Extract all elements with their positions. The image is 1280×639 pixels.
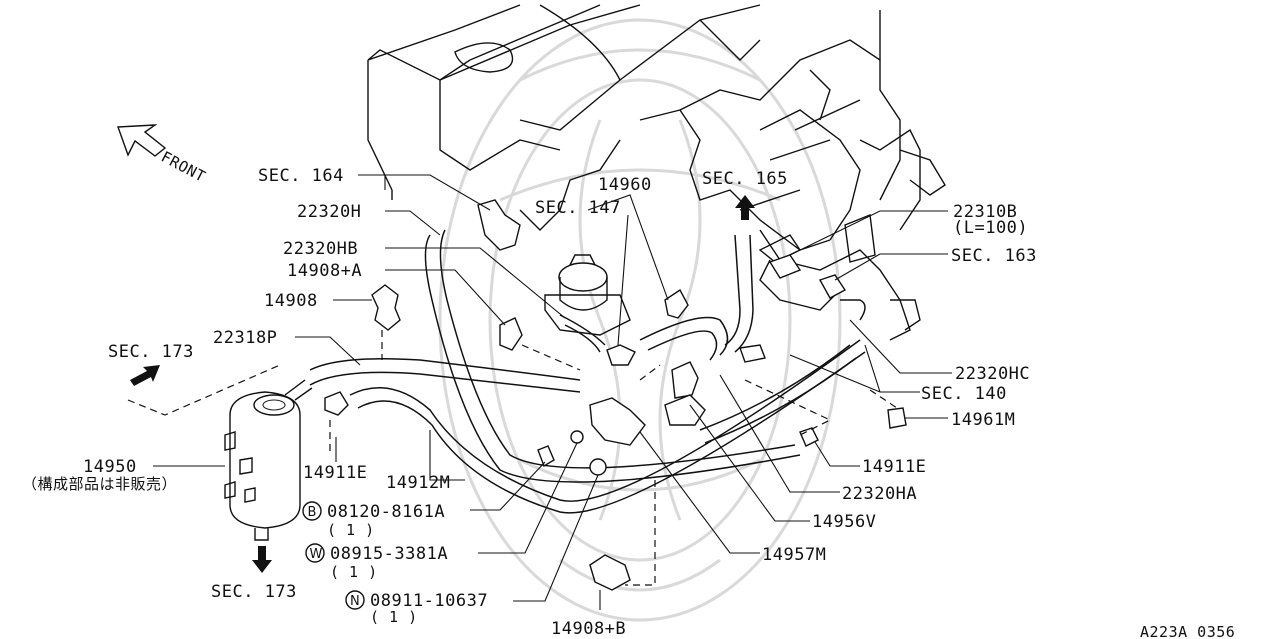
sec173-bottom-arrow-icon	[252, 546, 272, 573]
label-14957M: 14957M	[762, 545, 826, 565]
fastener-nut: N 08911-10637 ( 1 )	[345, 590, 488, 626]
label-front: FRONT	[158, 148, 209, 186]
fastener-bolt-part: 08120-8161A	[327, 502, 445, 522]
leader-lines	[153, 174, 952, 610]
label-sec140: SEC. 140	[921, 384, 1007, 404]
label-14912M: 14912M	[386, 473, 450, 493]
label-sec147: SEC. 147	[535, 198, 621, 218]
fastener-bolt-symbol: B	[308, 505, 317, 520]
fastener-washer: W 08915-3381A ( 1 )	[305, 543, 448, 581]
canister-14950	[224, 379, 313, 541]
throttle-body	[544, 254, 631, 336]
fastener-bolt-qty: ( 1 )	[327, 521, 375, 539]
label-22320H: 22320H	[297, 202, 361, 222]
front-arrow-icon	[117, 124, 167, 157]
label-14908B: 14908+B	[551, 619, 626, 639]
label-14960: 14960	[598, 175, 652, 195]
label-14950-note: （構成部品は非販売）	[22, 475, 177, 493]
label-sec163: SEC. 163	[951, 246, 1037, 266]
watermark-emblem	[438, 18, 842, 622]
part-labels: FRONT SEC. 164 22320H 22320HB 14908+A 14…	[22, 148, 1235, 639]
label-sec165: SEC. 165	[702, 169, 788, 189]
arrows	[117, 124, 755, 573]
diagram-code: A223A 0356	[1140, 623, 1235, 639]
fastener-washer-qty: ( 1 )	[330, 563, 378, 581]
dashed-references	[127, 330, 901, 586]
fastener-bolt: B 08120-8161A ( 1 )	[302, 501, 445, 539]
label-22310B-length: (L=100)	[953, 218, 1028, 238]
fastener-washer-symbol: W	[310, 547, 323, 562]
label-22320HA: 22320HA	[842, 484, 917, 504]
small-parts	[324, 199, 907, 591]
label-22318P: 22318P	[213, 328, 277, 348]
label-14911E-left: 14911E	[303, 463, 367, 483]
fastener-nut-qty: ( 1 )	[370, 608, 418, 626]
label-sec173-bottom: SEC. 173	[211, 582, 297, 602]
sec165-arrow-icon	[735, 195, 755, 220]
label-22320HB: 22320HB	[283, 239, 358, 259]
label-14908A: 14908+A	[287, 261, 362, 281]
fastener-nut-part: 08911-10637	[370, 591, 488, 611]
fastener-nut-symbol: N	[350, 594, 360, 609]
label-14956V: 14956V	[812, 512, 876, 532]
fastener-washer-part: 08915-3381A	[330, 544, 448, 564]
label-sec164: SEC. 164	[258, 166, 344, 186]
label-sec173-top: SEC. 173	[108, 342, 194, 362]
label-14950: 14950	[83, 457, 137, 477]
label-22310B: 22310B	[953, 202, 1017, 222]
hoses	[309, 229, 866, 514]
engine-outline	[367, 4, 946, 341]
label-22320HC: 22320HC	[955, 364, 1030, 384]
sec173-top-arrow-icon	[130, 365, 160, 386]
label-14908: 14908	[264, 291, 318, 311]
label-14911E-right: 14911E	[862, 457, 926, 477]
label-14961M: 14961M	[951, 410, 1015, 430]
